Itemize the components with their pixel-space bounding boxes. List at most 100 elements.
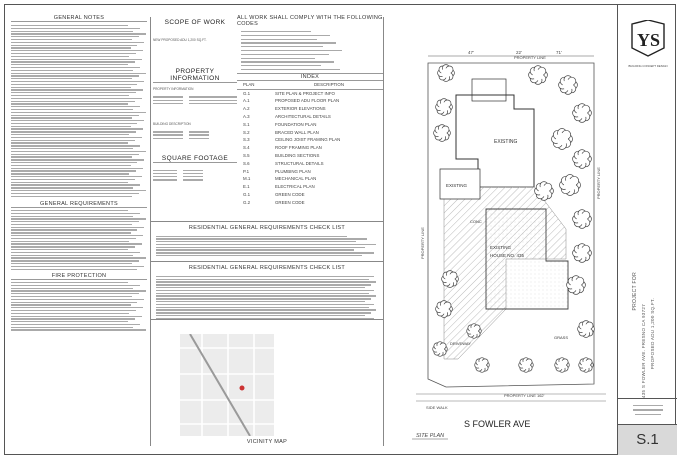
- property-line-bottom: PROPERTY LINE 162': [504, 393, 545, 398]
- project-address: 435 S FOWLER AVE. FRESNO CA 93727: [641, 304, 646, 399]
- building-table: [153, 129, 237, 140]
- fine-print-line: [11, 295, 133, 298]
- fine-print-line: [11, 304, 131, 306]
- codes-title: ALL WORK SHALL COMPLY WITH THE FOLLOWING…: [237, 15, 383, 27]
- title-block: YS BUILDING CONCEPT DESIGN PROJECT FOR 4…: [617, 4, 677, 455]
- property-title: PROPERTY INFORMATION: [153, 68, 237, 84]
- index-plan-desc: SITE PLAN & PROJECT INFO: [275, 90, 335, 96]
- fine-print-line: [11, 232, 131, 234]
- tree-icon: [554, 357, 570, 373]
- fine-print-line: [11, 159, 145, 161]
- index-plan-code: S.3: [243, 137, 250, 143]
- general-requirements-title: GENERAL REQUIREMENTS: [11, 201, 147, 208]
- fine-print-line: [11, 136, 142, 139]
- building-title: BUILDING DESCRIPTION: [153, 122, 191, 127]
- vicinity-map[interactable]: [180, 334, 274, 436]
- project-for: PROJECT FOR: [632, 272, 638, 311]
- divider: [383, 17, 384, 446]
- fine-print-line: [156, 315, 365, 317]
- label-conc: CONC: [470, 219, 482, 224]
- fine-print-line: [11, 27, 141, 30]
- fine-print-line: [11, 156, 133, 158]
- fine-print-line: [11, 268, 138, 270]
- code-line: [241, 61, 335, 63]
- fine-print-line: [11, 44, 138, 46]
- fine-print-line: [11, 170, 137, 172]
- label-driveway: DRIVEWAY: [450, 341, 471, 346]
- index-plan-desc: FOUNDATION PLAN: [275, 121, 317, 127]
- fine-print-line: [11, 150, 146, 153]
- fine-print-line: [11, 125, 131, 127]
- fine-print-line: [11, 235, 143, 237]
- index-plan-code: G.1: [243, 191, 251, 197]
- property-line-left: PROPERTY LINE: [420, 227, 425, 259]
- fine-print-line: [11, 111, 146, 113]
- fine-print-line: [11, 145, 141, 147]
- fine-print-line: [11, 290, 146, 292]
- fine-print-line: [11, 72, 146, 74]
- fine-print-line: [11, 240, 130, 242]
- index-plan-code: S.2: [243, 129, 250, 135]
- tree-icon: [578, 357, 594, 373]
- index-plan-code: E.1: [243, 184, 250, 190]
- code-line: [241, 49, 342, 52]
- fine-print-line: [11, 120, 145, 122]
- scope-text: NEW PROPOSED ADU 1,200 SQ.FT.: [153, 38, 207, 42]
- fine-print-line: [11, 58, 142, 60]
- checklist-title-1: RESIDENTIAL GENERAL REQUIREMENTS CHECK L…: [188, 225, 346, 231]
- fine-print-line: [11, 173, 130, 175]
- tree-icon: [572, 243, 592, 263]
- fine-print-line: [11, 94, 130, 97]
- fine-print-line: [156, 284, 372, 286]
- checklist-section: RESIDENTIAL GENERAL REQUIREMENTS CHECK L…: [150, 221, 384, 321]
- fine-print-line: [11, 122, 138, 125]
- fine-print-line: [11, 260, 139, 262]
- fine-print-line: [11, 176, 142, 178]
- general-notes-title: GENERAL NOTES: [11, 15, 147, 22]
- property-line-top: PROPERTY LINE: [514, 55, 546, 60]
- fine-print-line: [156, 252, 374, 254]
- fine-print-line: [11, 187, 134, 189]
- fine-print-line: [11, 237, 137, 240]
- fine-print-line: [156, 289, 374, 292]
- fine-print-line: [156, 255, 363, 257]
- fine-print-line: [11, 323, 141, 326]
- dim-top-right: 71': [556, 50, 562, 55]
- index-plan-desc: PLUMBING PLAN: [275, 168, 311, 174]
- tree-icon: [534, 181, 554, 201]
- code-line: [241, 38, 317, 40]
- property-table: [153, 95, 237, 106]
- codes-index-column: ALL WORK SHALL COMPLY WITH THE FOLLOWING…: [237, 15, 383, 446]
- fine-print-line: [11, 162, 138, 164]
- code-line: [241, 57, 316, 59]
- fine-print-line: [11, 265, 145, 268]
- tree-icon: [572, 103, 592, 123]
- label-existing-house: EXISTING: [490, 245, 512, 250]
- fine-print-line: [11, 326, 134, 328]
- fine-print-line: [156, 309, 376, 311]
- fine-print-line: [11, 108, 134, 111]
- fine-print-line: [11, 218, 146, 220]
- code-line: [241, 53, 329, 56]
- fine-print-line: [11, 254, 134, 256]
- fine-print-line: [156, 275, 374, 278]
- fine-print-line: [11, 287, 134, 289]
- fine-print-line: [11, 106, 141, 108]
- site-plan[interactable]: 47' 22' 71' PROPERTY LINE PROPERTY LINE …: [386, 9, 622, 449]
- index-plan-code: S.6: [243, 160, 250, 166]
- index-plan-code: G.2: [243, 199, 251, 205]
- fine-print-line: [156, 278, 370, 280]
- fine-print-line: [11, 69, 134, 72]
- fine-print-line: [11, 223, 133, 226]
- fine-print-line: [11, 215, 134, 217]
- tree-icon: [441, 270, 459, 288]
- label-existing: EXISTING: [494, 139, 517, 145]
- fine-print-line: [11, 209, 128, 212]
- index-plan-desc: PROPOSED ADU FLOOR PLAN: [275, 98, 340, 104]
- fine-print-line: [11, 92, 137, 94]
